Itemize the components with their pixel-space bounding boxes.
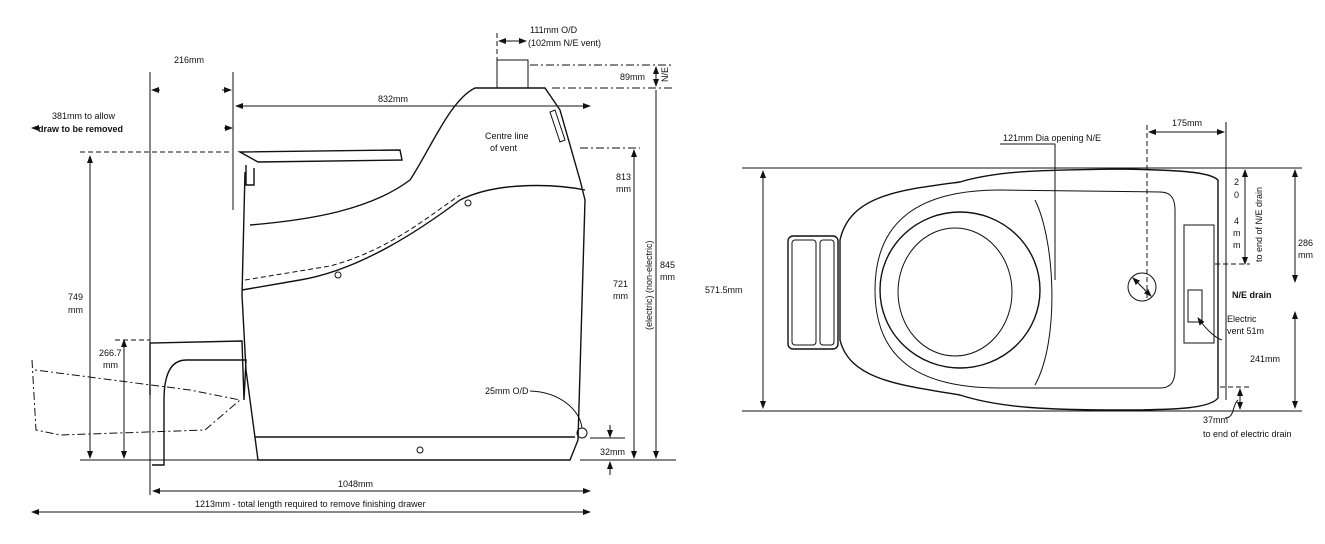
drain-od-label: 25mm O/D [485,386,529,396]
dim-204-char: m [1233,228,1241,238]
dim-266-label: 266.7 [99,348,122,358]
hinge [245,165,255,186]
drawer-note-line-1: 381mm to allow [52,111,116,121]
control-panel [1183,224,1215,344]
dim-286-unit: mm [1298,250,1313,260]
dim-32-label: 32mm [600,447,625,457]
ne-drain-label: N/E drain [1232,290,1272,300]
drawer-stand [149,340,247,466]
dim-204-label: 2 0 4 m m [1233,177,1241,250]
centre-line-label-1: Centre line [485,131,529,141]
dim-286-label: 286 [1298,238,1313,248]
vent-flap [549,109,566,143]
drain-pipe [576,427,588,439]
dim-204-char: m [1233,240,1241,250]
total-length-label: 1213mm - total length required to remove… [195,499,426,509]
body-seam-dashed [244,194,461,281]
opening-leader [1000,143,1056,280]
toilet-body-outline [241,87,586,461]
side-view: 216mm 832mm 111mm O/D (102mm N/E vent) 8… [31,25,676,515]
dim-721-unit: mm [613,291,628,301]
electric-vent-leader [1197,317,1223,341]
vent-pipe [496,59,529,89]
footrest-pad [791,239,817,346]
vent-od-label: 111mm O/D [530,25,578,35]
dim-241-label: 241mm [1250,354,1280,364]
vent-ne-label: (102mm N/E vent) [528,38,601,48]
electric-vent-box [1187,289,1203,323]
centre-line-label-2: of vent [490,143,518,153]
seat-lid [237,149,403,163]
dim-204-char: 2 [1234,177,1239,187]
ne-label: N/E [660,67,670,82]
opening-dia-arrow [1132,277,1152,297]
dim-37-leader [1224,399,1239,419]
dim-204-char: 0 [1234,190,1239,200]
electric-vent-label-1: Electric [1227,314,1257,324]
body-outline-top [839,168,1219,411]
drain-leader [529,390,583,429]
dim-89-label: 89mm [620,72,645,82]
dim-1048-label: 1048mm [338,479,373,489]
ne-drain-end-label: to end of N/E drain [1254,187,1264,262]
electric-drain-end-label: to end of electric drain [1203,429,1292,439]
dim-813-label: 813 [616,172,631,182]
electric-vent-label-2: vent 51m [1227,326,1264,336]
screw [334,271,342,279]
bowl-opening [897,227,1013,357]
dim-749-label: 749 [68,292,83,302]
opening-label: 121mm Dia opening N/E [1003,133,1101,143]
dim-266-unit: mm [103,360,118,370]
dim-749-unit: mm [68,305,83,315]
dim-571-label: 571.5mm [705,285,743,295]
lid-hinge-curve [1034,199,1053,386]
drawer-note-line-2: draw to be removed [38,124,123,134]
dim-813-unit: mm [616,184,631,194]
dim-175-label: 175mm [1172,118,1202,128]
seat-ring [879,211,1041,369]
top-view: 571.5mm 121mm Dia opening N/E 175mm 2 0 … [705,118,1313,439]
dim-204-char: 4 [1234,216,1239,226]
drawer-handle [416,446,424,454]
dim-845-label: 845 [660,260,675,270]
electric-non-electric-label: (electric) (non-electric) [644,240,654,330]
drawer-extended-outline [31,359,242,436]
dim-721-label: 721 [613,279,628,289]
screw [464,199,472,207]
dim-37-label: 37mm [1203,415,1228,425]
dim-216-label: 216mm [174,55,204,65]
dim-845-unit: mm [660,272,675,282]
ne-opening-circle [1127,272,1157,302]
body-seam [241,184,586,291]
footrest-pad [819,239,835,346]
seat-outline [874,189,1176,389]
dim-832-label: 832mm [378,94,408,104]
footrest [787,235,839,350]
